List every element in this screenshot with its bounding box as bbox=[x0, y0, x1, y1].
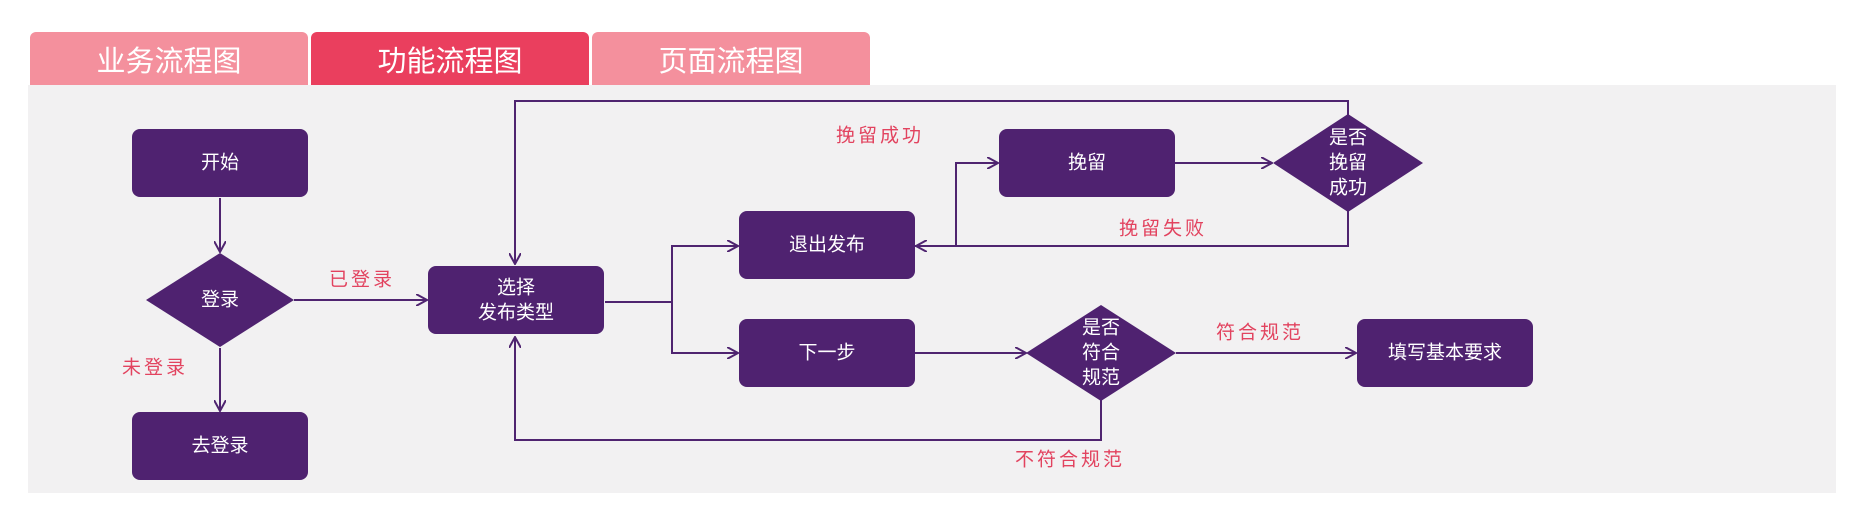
node-retain-decision-line3: 成功 bbox=[1329, 177, 1367, 199]
node-retain-decision: 是否 挽留 成功 bbox=[1273, 114, 1423, 212]
node-next-step: 下一步 bbox=[739, 319, 915, 387]
label-retain-fail: 挽留失败 bbox=[1119, 218, 1207, 240]
node-next-step-label: 下一步 bbox=[798, 342, 855, 364]
node-select-type: 选择 发布类型 bbox=[428, 266, 604, 334]
node-select-type-line2: 发布类型 bbox=[478, 302, 554, 324]
label-not-compliant: 不符合规范 bbox=[1015, 449, 1125, 471]
node-compliance-line3: 规范 bbox=[1082, 367, 1120, 389]
node-compliance-decision: 是否 符合 规范 bbox=[1026, 305, 1176, 401]
node-retain: 挽留 bbox=[999, 129, 1175, 197]
node-fill-requirements: 填写基本要求 bbox=[1357, 319, 1533, 387]
tab-business-flow[interactable]: 业务流程图 bbox=[30, 32, 308, 85]
node-login-decision: 登录 bbox=[146, 253, 294, 347]
node-start-label: 开始 bbox=[201, 152, 239, 174]
edge-split-to-exit bbox=[671, 246, 738, 302]
tab-page-flow[interactable]: 页面流程图 bbox=[592, 32, 870, 85]
node-start: 开始 bbox=[132, 129, 308, 197]
edges bbox=[220, 100, 1356, 441]
diagram-canvas bbox=[28, 85, 1836, 493]
node-select-type-line1: 选择 bbox=[497, 277, 535, 299]
node-compliance-line2: 符合 bbox=[1082, 342, 1120, 364]
edge-labels: 已登录 未登录 挽留成功 挽留失败 符合规范 不符合规范 bbox=[122, 125, 1304, 471]
label-retain-success: 挽留成功 bbox=[836, 125, 924, 147]
node-fill-requirements-label: 填写基本要求 bbox=[1388, 342, 1502, 364]
node-retain-decision-line1: 是否 bbox=[1329, 127, 1367, 149]
label-not-logged-in: 未登录 bbox=[122, 357, 188, 379]
node-compliance-line1: 是否 bbox=[1082, 317, 1120, 339]
node-login-label: 登录 bbox=[201, 289, 239, 311]
label-logged-in: 已登录 bbox=[329, 269, 395, 291]
node-go-login: 去登录 bbox=[132, 412, 308, 480]
edge-check-success-to-select bbox=[515, 100, 1349, 264]
node-retain-decision-line2: 挽留 bbox=[1329, 152, 1367, 174]
edge-noncompliant-to-select bbox=[515, 337, 1102, 441]
node-go-login-label: 去登录 bbox=[191, 435, 248, 457]
node-exit-publish: 退出发布 bbox=[739, 211, 915, 279]
edge-exit-to-retain bbox=[914, 163, 998, 247]
edge-split-to-next bbox=[671, 302, 738, 353]
tab-function-flow[interactable]: 功能流程图 bbox=[311, 32, 589, 85]
label-compliant: 符合规范 bbox=[1216, 322, 1304, 344]
node-exit-publish-label: 退出发布 bbox=[789, 234, 865, 256]
nodes: 开始 登录 去登录 选择 发布类型 退出发布 下一步 挽留 bbox=[132, 114, 1533, 480]
node-retain-label: 挽留 bbox=[1068, 152, 1106, 174]
edge-check-fail-to-exit bbox=[916, 210, 1349, 246]
